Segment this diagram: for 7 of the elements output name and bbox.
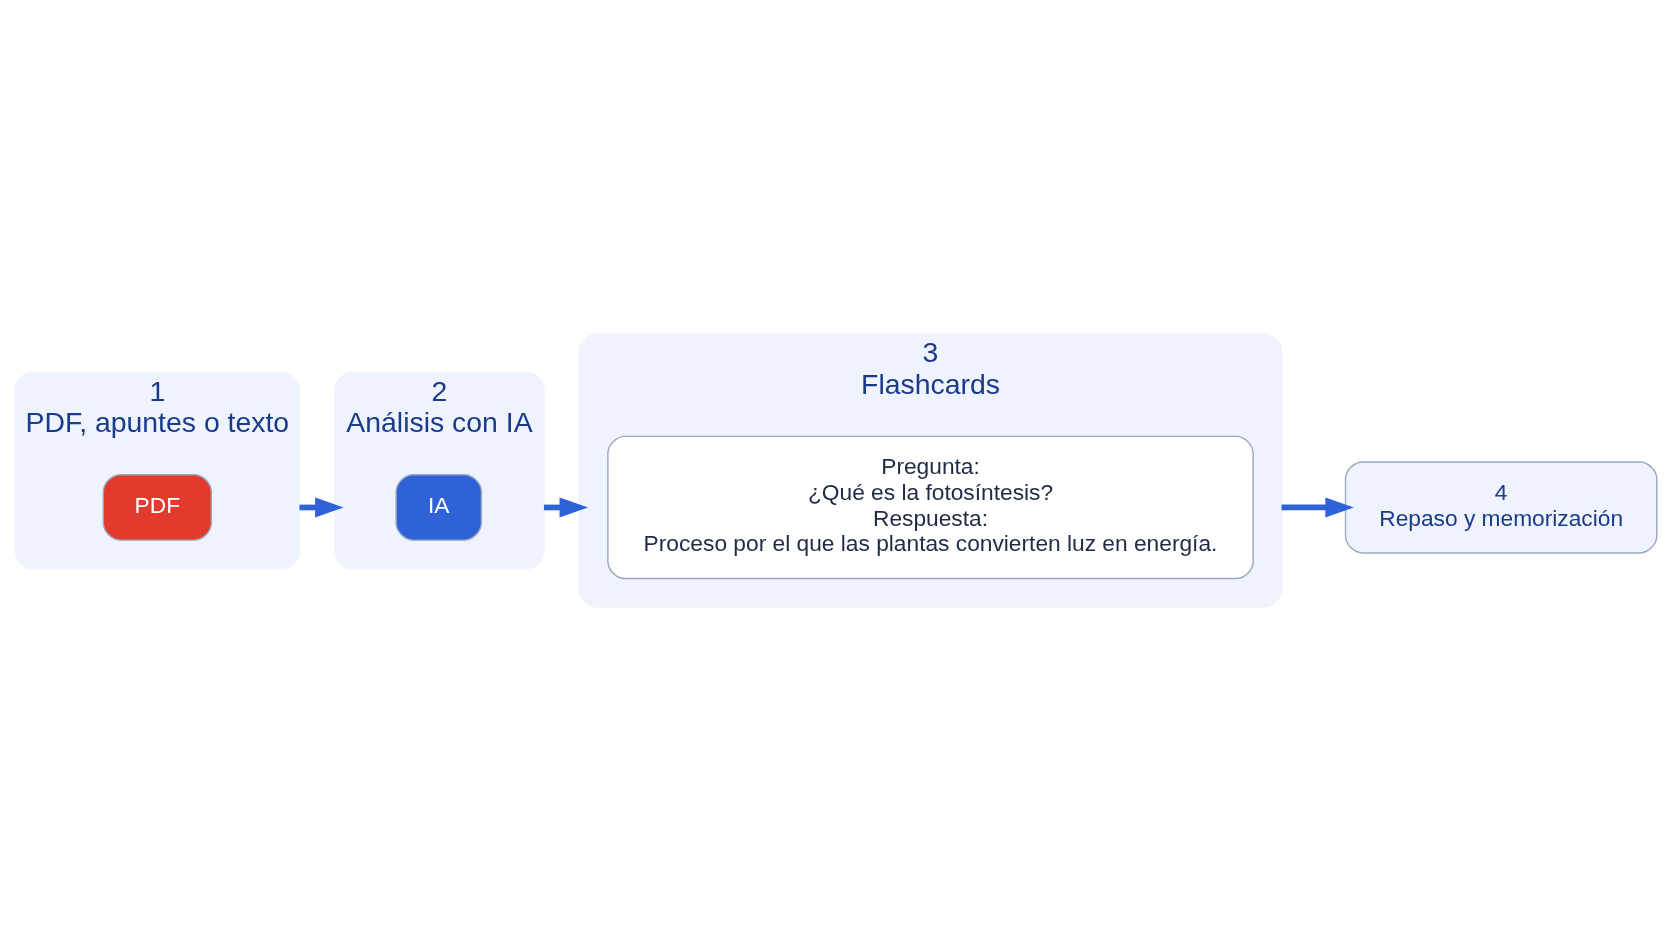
node-box: PDF <box>102 474 213 541</box>
node-box: 4 Repaso y memorización <box>1344 461 1658 554</box>
arrow <box>299 497 344 518</box>
node-box: Pregunta: ¿Qué es la fotosíntesis? Respuesta: Proceso por el que las plantas convierten luz en energía. <box>607 435 1254 580</box>
arrow <box>1281 497 1354 518</box>
arrow <box>543 497 589 518</box>
node-box: IA <box>395 474 483 541</box>
